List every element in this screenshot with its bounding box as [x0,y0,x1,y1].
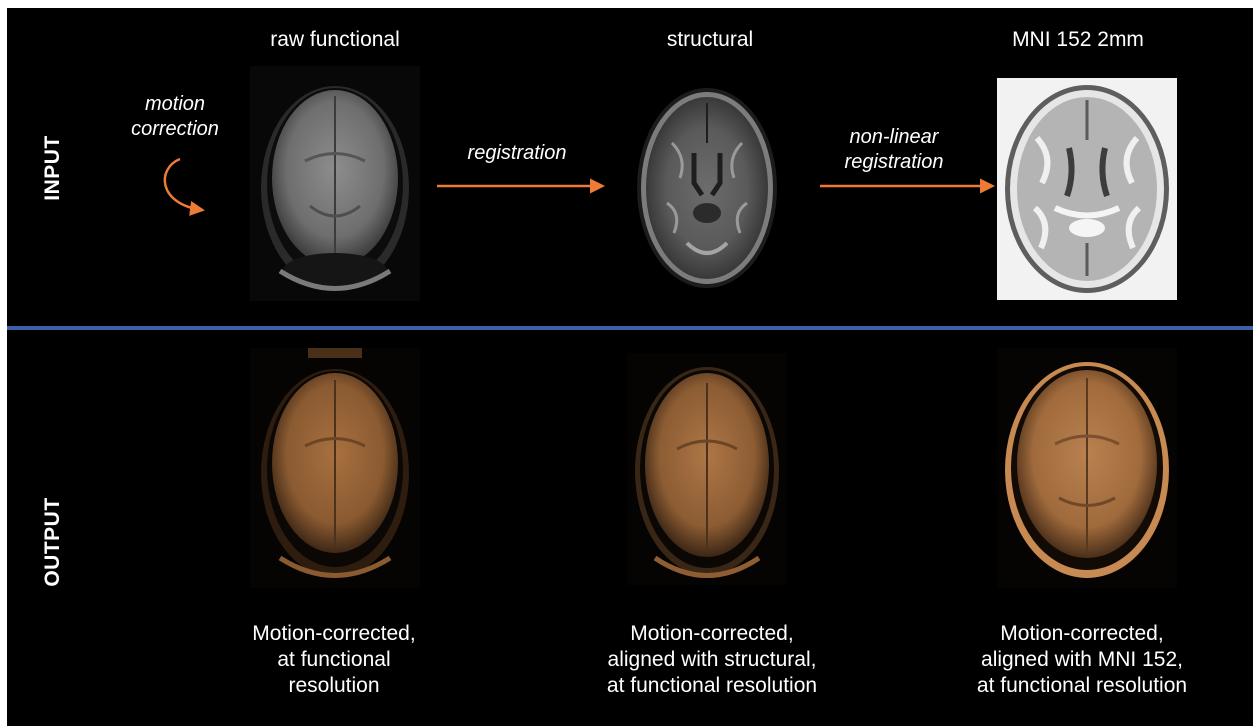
caption-3-line-1: Motion-corrected, [947,621,1217,647]
output-mni-aligned-scan [997,348,1177,588]
motion-correction-arrow [165,159,202,210]
caption-2-line-3: at functional resolution [577,673,847,699]
caption-1-line-2: at functional [204,647,464,673]
caption-structural-aligned: Motion-corrected, aligned with structura… [577,621,847,699]
caption-mni-aligned: Motion-corrected, aligned with MNI 152, … [947,621,1217,699]
caption-2-line-1: Motion-corrected, [577,621,847,647]
output-structural-aligned-scan [627,353,787,585]
caption-1-line-1: Motion-corrected, [204,621,464,647]
raw-functional-scan [250,66,420,301]
output-row-label: OUTPUT [41,472,65,612]
caption-3-line-2: aligned with MNI 152, [947,647,1217,673]
caption-functional-resolution: Motion-corrected, at functional resoluti… [204,621,464,699]
input-output-divider [7,326,1253,330]
structural-scan [632,83,782,293]
pipeline-figure: INPUT OUTPUT raw functional structural M… [7,8,1253,726]
caption-3-line-3: at functional resolution [947,673,1217,699]
caption-1-line-3: resolution [204,673,464,699]
output-functional-resolution-scan [250,348,420,588]
caption-2-line-2: aligned with structural, [577,647,847,673]
mni-152-template [997,78,1177,300]
